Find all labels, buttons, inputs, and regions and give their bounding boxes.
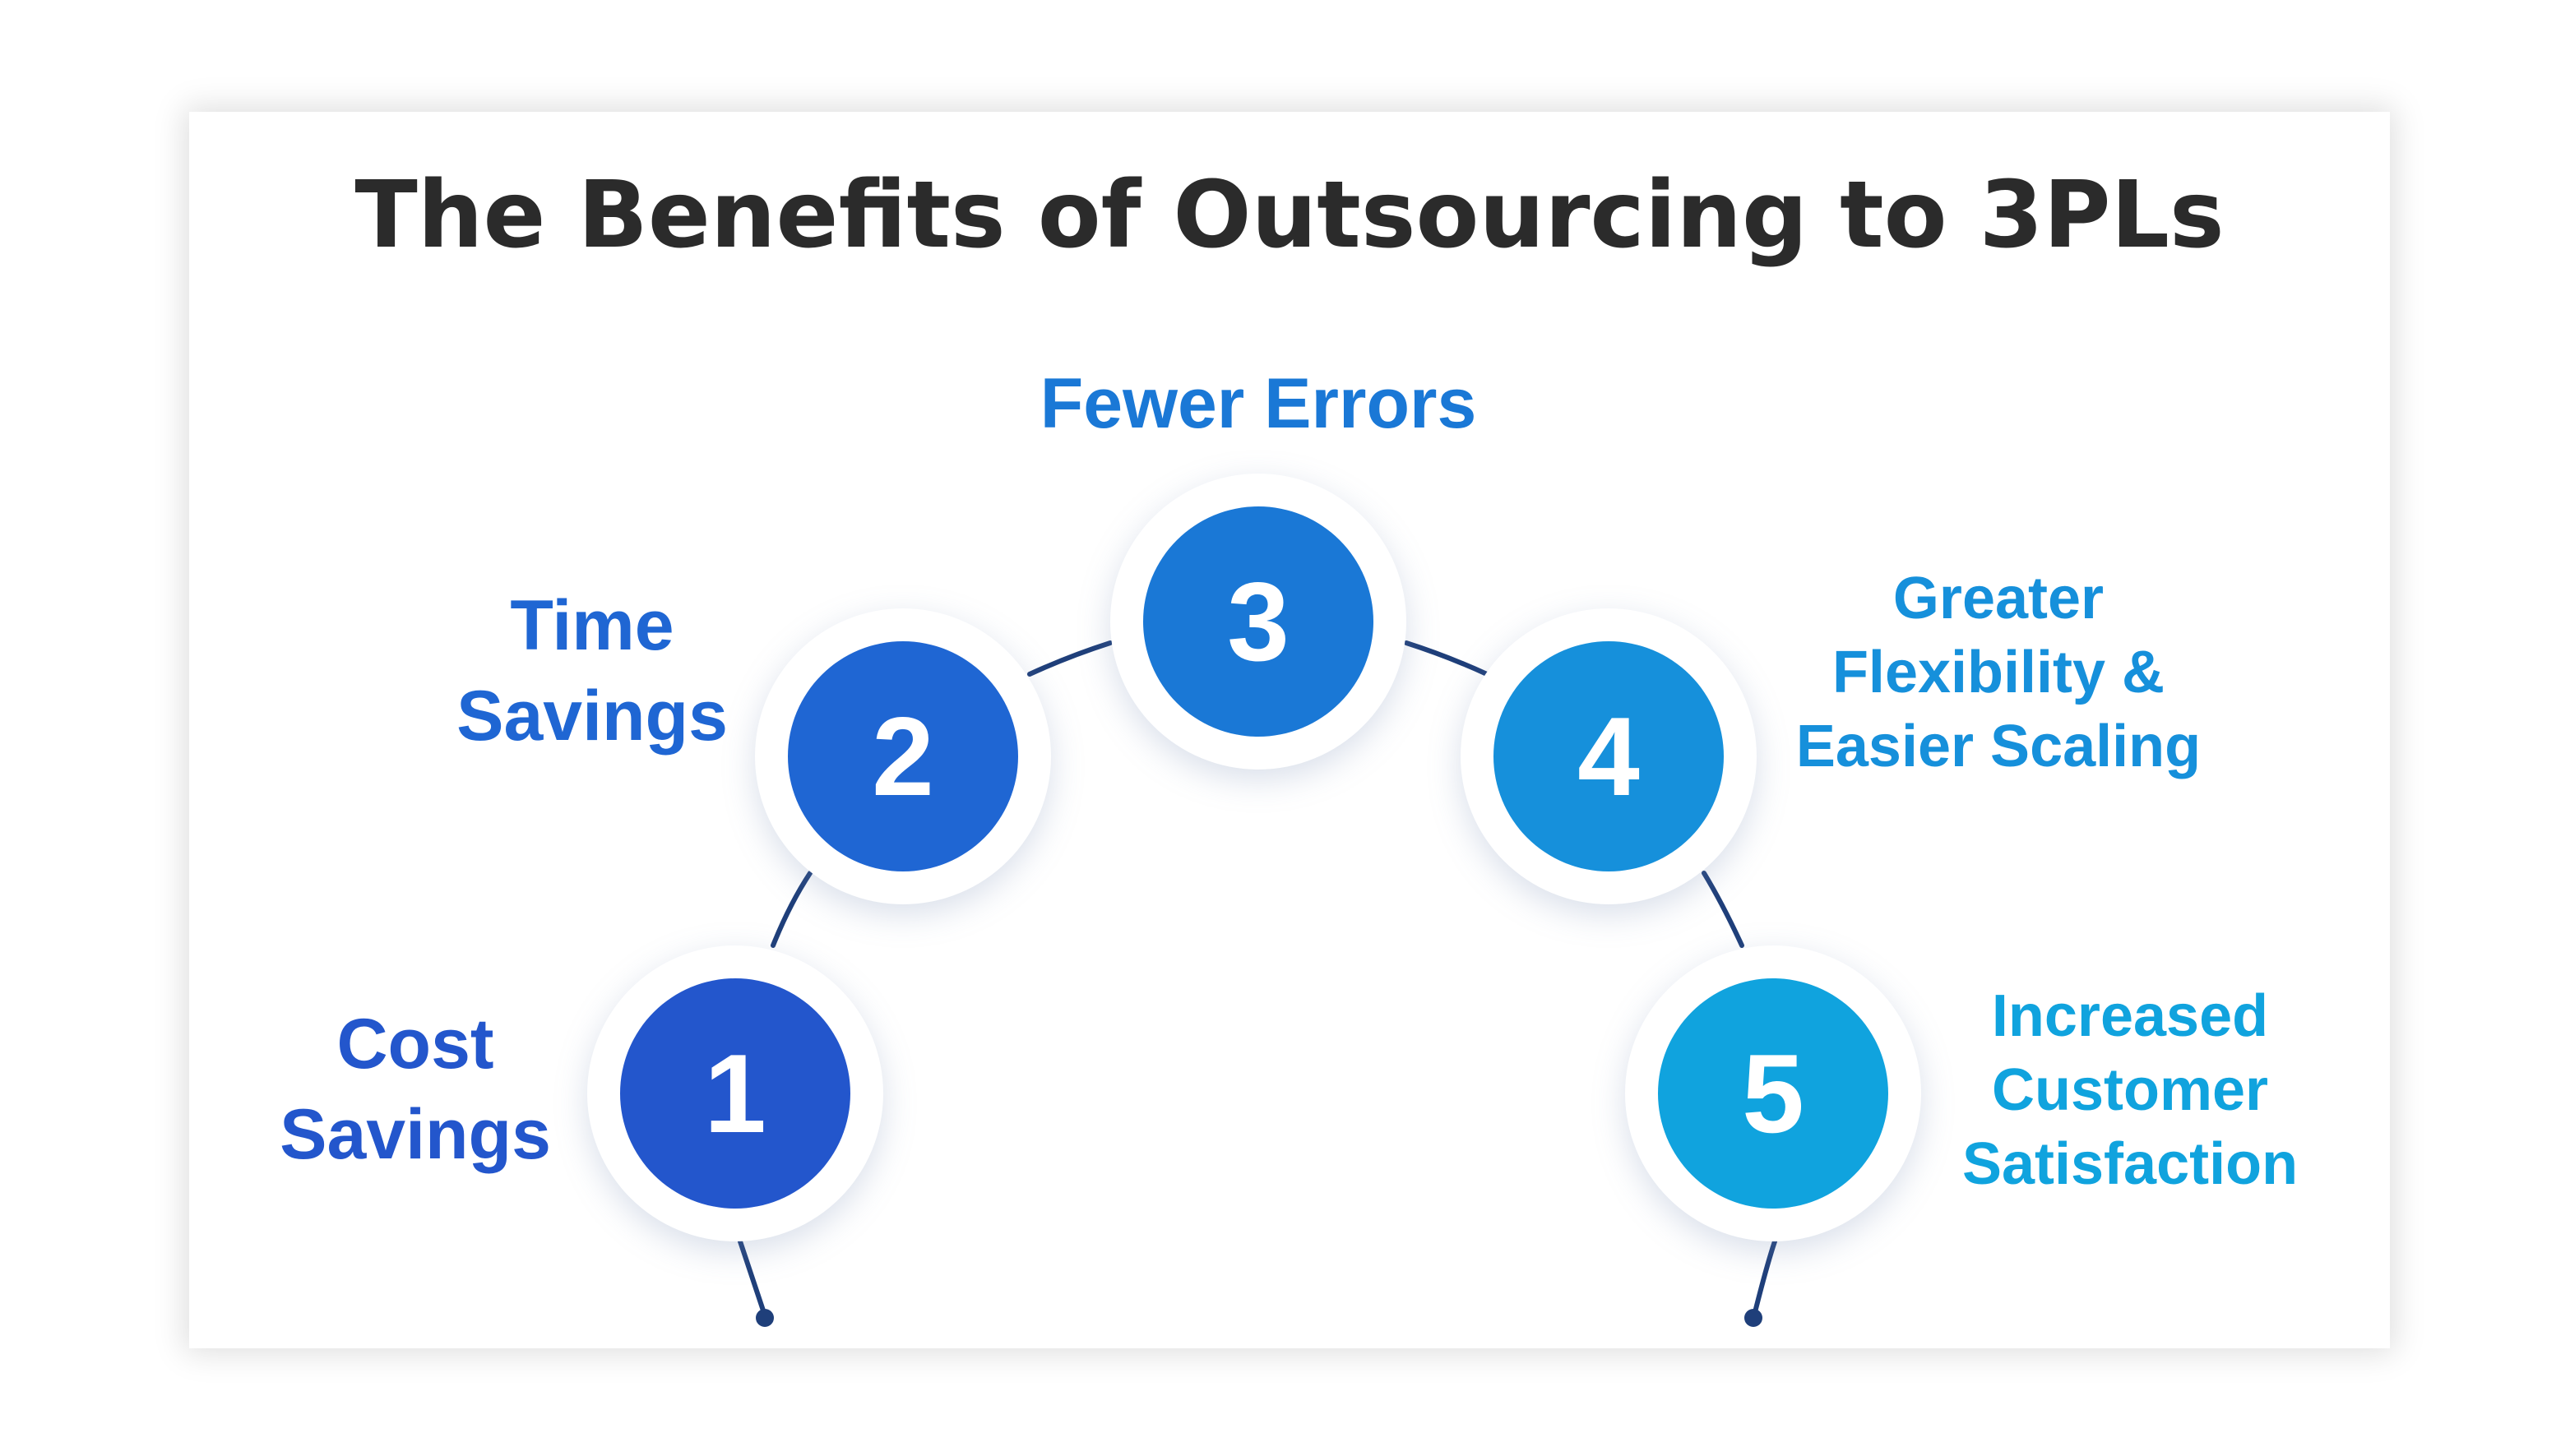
connector-line-1-2 bbox=[771, 871, 813, 948]
step-1-node: 1 bbox=[587, 945, 883, 1241]
connector-line-3-4 bbox=[1404, 640, 1489, 677]
step-3-circle: 3 bbox=[1143, 506, 1373, 737]
step-5-circle: 5 bbox=[1658, 978, 1888, 1209]
step-1-circle: 1 bbox=[620, 978, 850, 1209]
step-1-number: 1 bbox=[704, 1031, 766, 1156]
connector-line-end bbox=[1752, 1239, 1777, 1318]
connector-line-4-5 bbox=[1702, 871, 1744, 948]
connector-start-dot bbox=[756, 1309, 774, 1327]
step-3-label: Fewer Errors bbox=[1040, 364, 1477, 443]
connector-line-start bbox=[738, 1239, 767, 1318]
step-2-node: 2 bbox=[755, 608, 1051, 904]
step-4-number: 4 bbox=[1577, 694, 1640, 819]
connector-end-dot bbox=[1744, 1309, 1762, 1327]
page-title: The Benefits of Outsourcing to 3PLs bbox=[354, 162, 2225, 269]
connector-line-2-3 bbox=[1027, 640, 1113, 677]
step-4-circle: 4 bbox=[1493, 641, 1724, 871]
step-5-label: Increased Customer Satisfaction bbox=[1961, 983, 2299, 1197]
step-2-circle: 2 bbox=[788, 641, 1018, 871]
step-4-node: 4 bbox=[1461, 608, 1757, 904]
step-1-label: Cost Savings bbox=[280, 1005, 551, 1174]
step-5-node: 5 bbox=[1625, 945, 1921, 1241]
step-2-number: 2 bbox=[872, 694, 934, 819]
step-5-number: 5 bbox=[1742, 1031, 1804, 1156]
step-3-number: 3 bbox=[1227, 559, 1290, 684]
step-4-label: Greater Flexibility & Easier Scaling bbox=[1795, 566, 2202, 779]
step-2-label: Time Savings bbox=[456, 586, 728, 756]
step-3-node: 3 bbox=[1110, 474, 1406, 770]
